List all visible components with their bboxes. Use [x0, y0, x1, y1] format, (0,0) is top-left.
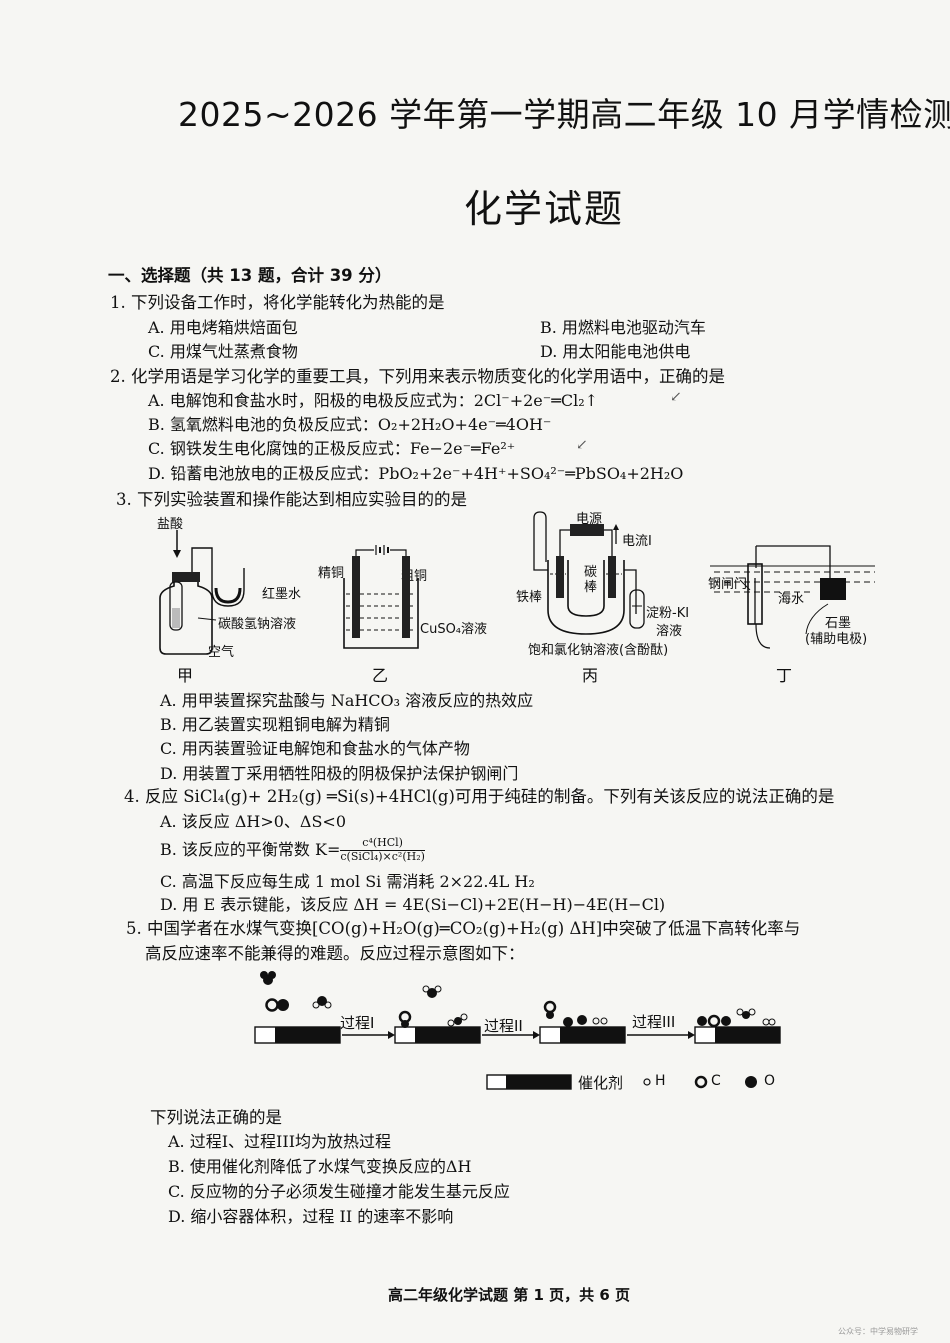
legend-c-icon: [694, 1075, 708, 1089]
legend-catalyst-label: 催化剂: [578, 1074, 624, 1092]
apparatus-yi-drawing: [343, 545, 419, 649]
q4-option-b-prefix: B. 该反应的平衡常数 K=: [160, 840, 341, 859]
caption-ding: 丁: [776, 666, 793, 685]
q1-option-a: A. 用电烤箱烘焙面包: [148, 318, 298, 337]
q2-option-b: B. 氢氧燃料电池的负极反应式：O₂+2H₂O+4e⁻═4OH⁻: [148, 415, 552, 434]
label-current: 电流I: [622, 534, 652, 549]
legend-o-label: O: [764, 1073, 776, 1089]
q5-stem-line2: 高反应速率不能兼得的难题。反应过程示意图如下：: [145, 944, 525, 963]
caption-bing: 丙: [582, 666, 599, 685]
apparatus-bing-drawing: [533, 511, 645, 635]
q2-option-c: C. 钢铁发生电化腐蚀的正极反应式：Fe−2e⁻═Fe²⁺: [148, 439, 516, 458]
label-power: 电源: [576, 512, 603, 527]
q3-option-a: A. 用甲装置探究盐酸与 NaHCO₃ 溶液反应的热效应: [160, 691, 534, 710]
label-cuso4: CuSO₄溶液: [420, 622, 488, 637]
q1-option-c: C. 用煤气灶蒸煮食物: [148, 342, 298, 361]
apparatus-jia-drawing: [159, 530, 245, 655]
q4-option-d: D. 用 E 表示键能，该反应 ΔH = 4E(Si−Cl)+2E(H−H)−4…: [160, 895, 666, 914]
q5-stem: 5. 中国学者在水煤气变换[CO(g)+H₂O(g)═CO₂(g)+H₂(g) …: [126, 919, 801, 938]
q1-stem: 1. 下列设备工作时，将化学能转化为热能的是: [110, 293, 445, 312]
q5-lead: 下列说法正确的是: [150, 1108, 282, 1127]
fraction-denominator: c(SiCl₄)×c²(H₂): [340, 850, 425, 863]
pen-tick-mark-2: ↙: [576, 437, 588, 453]
q3-option-d: D. 用装置丁采用牺牲阳极的阴极保护法保护钢闸门: [160, 764, 519, 783]
subject-title: 化学试题: [464, 187, 625, 231]
legend-c-label: C: [711, 1073, 721, 1089]
q5-option-a: A. 过程I、过程III均为放热过程: [168, 1132, 392, 1151]
label-brine: 饱和氯化钠溶液(含酚酞): [528, 643, 669, 658]
label-air: 空气: [208, 645, 235, 660]
q3-option-b: B. 用乙装置实现粗铜电解为精铜: [160, 715, 390, 734]
label-acid: 盐酸: [157, 517, 184, 532]
q4-option-c: C. 高温下反应每生成 1 mol Si 需消耗 2×22.4L H₂: [160, 872, 535, 891]
caption-jia: 甲: [177, 666, 194, 685]
label-seawater: 海水: [778, 592, 805, 607]
q5-option-d: D. 缩小容器体积，过程 II 的速率不影响: [168, 1207, 454, 1226]
label-steel-gate: 钢闸门: [708, 577, 748, 592]
legend-h-label: H: [655, 1073, 666, 1089]
q2-stem: 2. 化学用语是学习化学的重要工具，下列用来表示物质变化的化学用语中，正确的是: [110, 367, 725, 386]
apparatus-ding-drawing: [710, 545, 875, 649]
label-graphite: 石墨: [825, 616, 852, 631]
legend-catalyst-swatch: [486, 1074, 572, 1090]
q4-option-b: B. 该反应的平衡常数 K=c⁴(HCl)c(SiCl₄)×c²(H₂): [160, 836, 425, 864]
q5-option-b: B. 使用催化剂降低了水煤气变换反应的ΔH: [168, 1157, 472, 1176]
exam-title: 2025~2026 学年第一学期高二年级 10 月学情检测: [178, 95, 950, 134]
q2-option-a: A. 电解饱和食盐水时，阳极的电极反应式为：2Cl⁻+2e⁻═Cl₂↑: [148, 391, 599, 410]
q4-option-a: A. 该反应 ΔH>0、ΔS<0: [160, 812, 347, 831]
label-carbon-rod: 碳棒: [584, 565, 598, 595]
section-heading: 一、选择题（共 13 题，合计 39 分）: [108, 266, 392, 285]
label-red-ink: 红墨水: [262, 587, 302, 602]
q3-stem: 3. 下列实验装置和操作能达到相应实验目的的是: [116, 490, 467, 509]
equilibrium-constant-fraction: c⁴(HCl)c(SiCl₄)×c²(H₂): [340, 837, 425, 863]
label-pure-copper: 精铜: [318, 566, 345, 581]
q2-option-d: D. 铅蓄电池放电的正极反应式：PbO₂+2e⁻+4H⁺+SO₄²⁻═PbSO₄…: [148, 464, 684, 483]
fraction-numerator: c⁴(HCl): [340, 837, 425, 851]
label-solution: 溶液: [656, 624, 683, 639]
q4-stem: 4. 反应 SiCl₄(g)+ 2H₂(g) ═Si(s)+4HCl(g)可用于…: [124, 787, 835, 806]
q5-option-c: C. 反应物的分子必须发生碰撞才能发生基元反应: [168, 1182, 510, 1201]
q3-option-c: C. 用丙装置验证电解饱和食盐水的气体产物: [160, 739, 470, 758]
label-starch-ki: 淀粉-KI: [646, 606, 690, 621]
reaction-diagram-drawing: [254, 971, 781, 1044]
legend-h-icon: [643, 1078, 651, 1086]
page-footer: 高二年级化学试题 第 1 页，共 6 页: [388, 1286, 630, 1304]
process-3-label: 过程III: [632, 1013, 676, 1031]
process-2-label: 过程II: [484, 1017, 523, 1035]
pen-tick-mark: ↙: [670, 389, 682, 405]
legend-o-icon: [745, 1076, 757, 1088]
watermark: 公众号：中学易物研学: [838, 1327, 918, 1336]
label-iron-rod: 铁棒: [516, 590, 543, 605]
process-1-label: 过程I: [340, 1014, 375, 1032]
caption-yi: 乙: [372, 666, 389, 685]
label-nahco3: 碳酸氢钠溶液: [218, 617, 297, 632]
q1-option-b: B. 用燃料电池驱动汽车: [540, 318, 706, 337]
q1-option-d: D. 用太阳能电池供电: [540, 342, 691, 361]
label-aux-electrode: (辅助电极): [805, 632, 868, 647]
